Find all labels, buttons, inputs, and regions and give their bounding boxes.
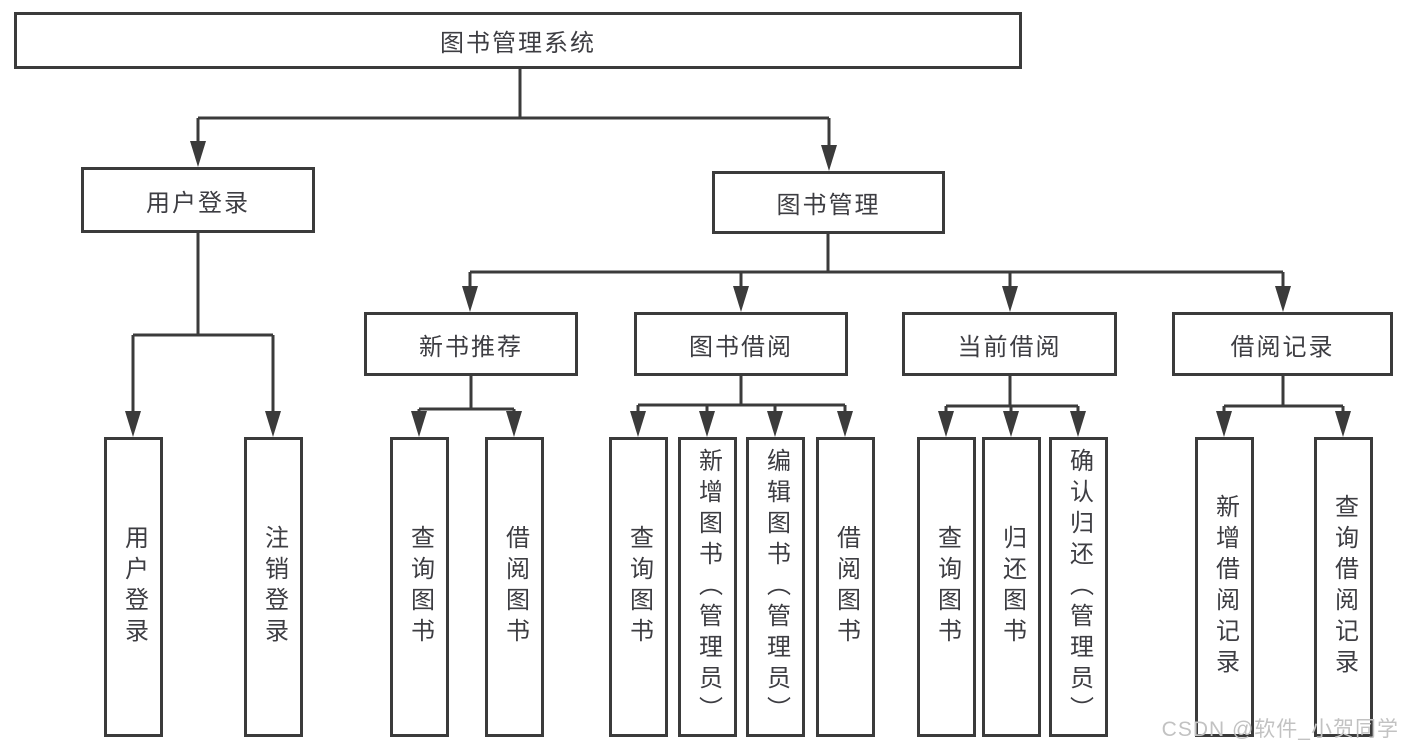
node-book-borrow: 图书借阅 — [634, 312, 848, 376]
node-label: 新增借阅记录 — [1211, 494, 1239, 680]
node-add-book-admin: 新增图书（管理员） — [678, 437, 737, 737]
node-label: 查询图书 — [933, 525, 961, 649]
node-label: 查询图书 — [625, 525, 653, 649]
node-return-book: 归还图书 — [982, 437, 1041, 737]
node-label: 借阅图书 — [501, 525, 529, 649]
node-new-book-recommend: 新书推荐 — [364, 312, 578, 376]
node-label: 图书借阅 — [689, 333, 793, 361]
node-confirm-return-admin: 确认归还（管理员） — [1049, 437, 1108, 737]
node-borrow-records: 借阅记录 — [1172, 312, 1393, 376]
node-query-books-recommend: 查询图书 — [390, 437, 449, 737]
node-edit-book-admin: 编辑图书（管理员） — [746, 437, 805, 737]
node-add-borrow-record: 新增借阅记录 — [1195, 437, 1254, 737]
node-label: 当前借阅 — [957, 333, 1062, 361]
node-label: 图书管理系统 — [440, 30, 596, 57]
node-label: 借阅图书 — [832, 525, 860, 649]
csdn-watermark: CSDN @软件_小贺同学 — [1161, 718, 1399, 741]
node-label: 用户登录 — [146, 189, 250, 217]
node-label: 借阅记录 — [1230, 333, 1335, 361]
node-logout: 注销登录 — [244, 437, 303, 737]
node-query-books-borrow: 查询图书 — [609, 437, 668, 737]
node-user-login-leaf: 用户登录 — [104, 437, 163, 737]
node-book-management: 图书管理 — [712, 171, 945, 234]
node-query-borrow-record: 查询借阅记录 — [1314, 437, 1373, 737]
node-label: 新书推荐 — [419, 333, 523, 361]
node-label: 确认归还（管理员） — [1065, 447, 1093, 727]
node-borrow-books-leaf: 借阅图书 — [816, 437, 875, 737]
node-label: 图书管理 — [776, 192, 881, 219]
node-label: 编辑图书（管理员） — [762, 447, 790, 727]
node-borrow-books-recommend: 借阅图书 — [485, 437, 544, 737]
node-label: 注销登录 — [260, 525, 288, 649]
node-label: 归还图书 — [998, 525, 1026, 649]
node-label: 查询借阅记录 — [1330, 494, 1358, 680]
node-library-system: 图书管理系统 — [14, 12, 1022, 69]
node-label: 查询图书 — [406, 525, 434, 649]
node-query-books-current: 查询图书 — [917, 437, 976, 737]
node-current-borrow: 当前借阅 — [902, 312, 1117, 376]
node-user-login: 用户登录 — [81, 167, 315, 233]
node-label: 用户登录 — [120, 525, 148, 649]
node-label: 新增图书（管理员） — [694, 447, 722, 727]
